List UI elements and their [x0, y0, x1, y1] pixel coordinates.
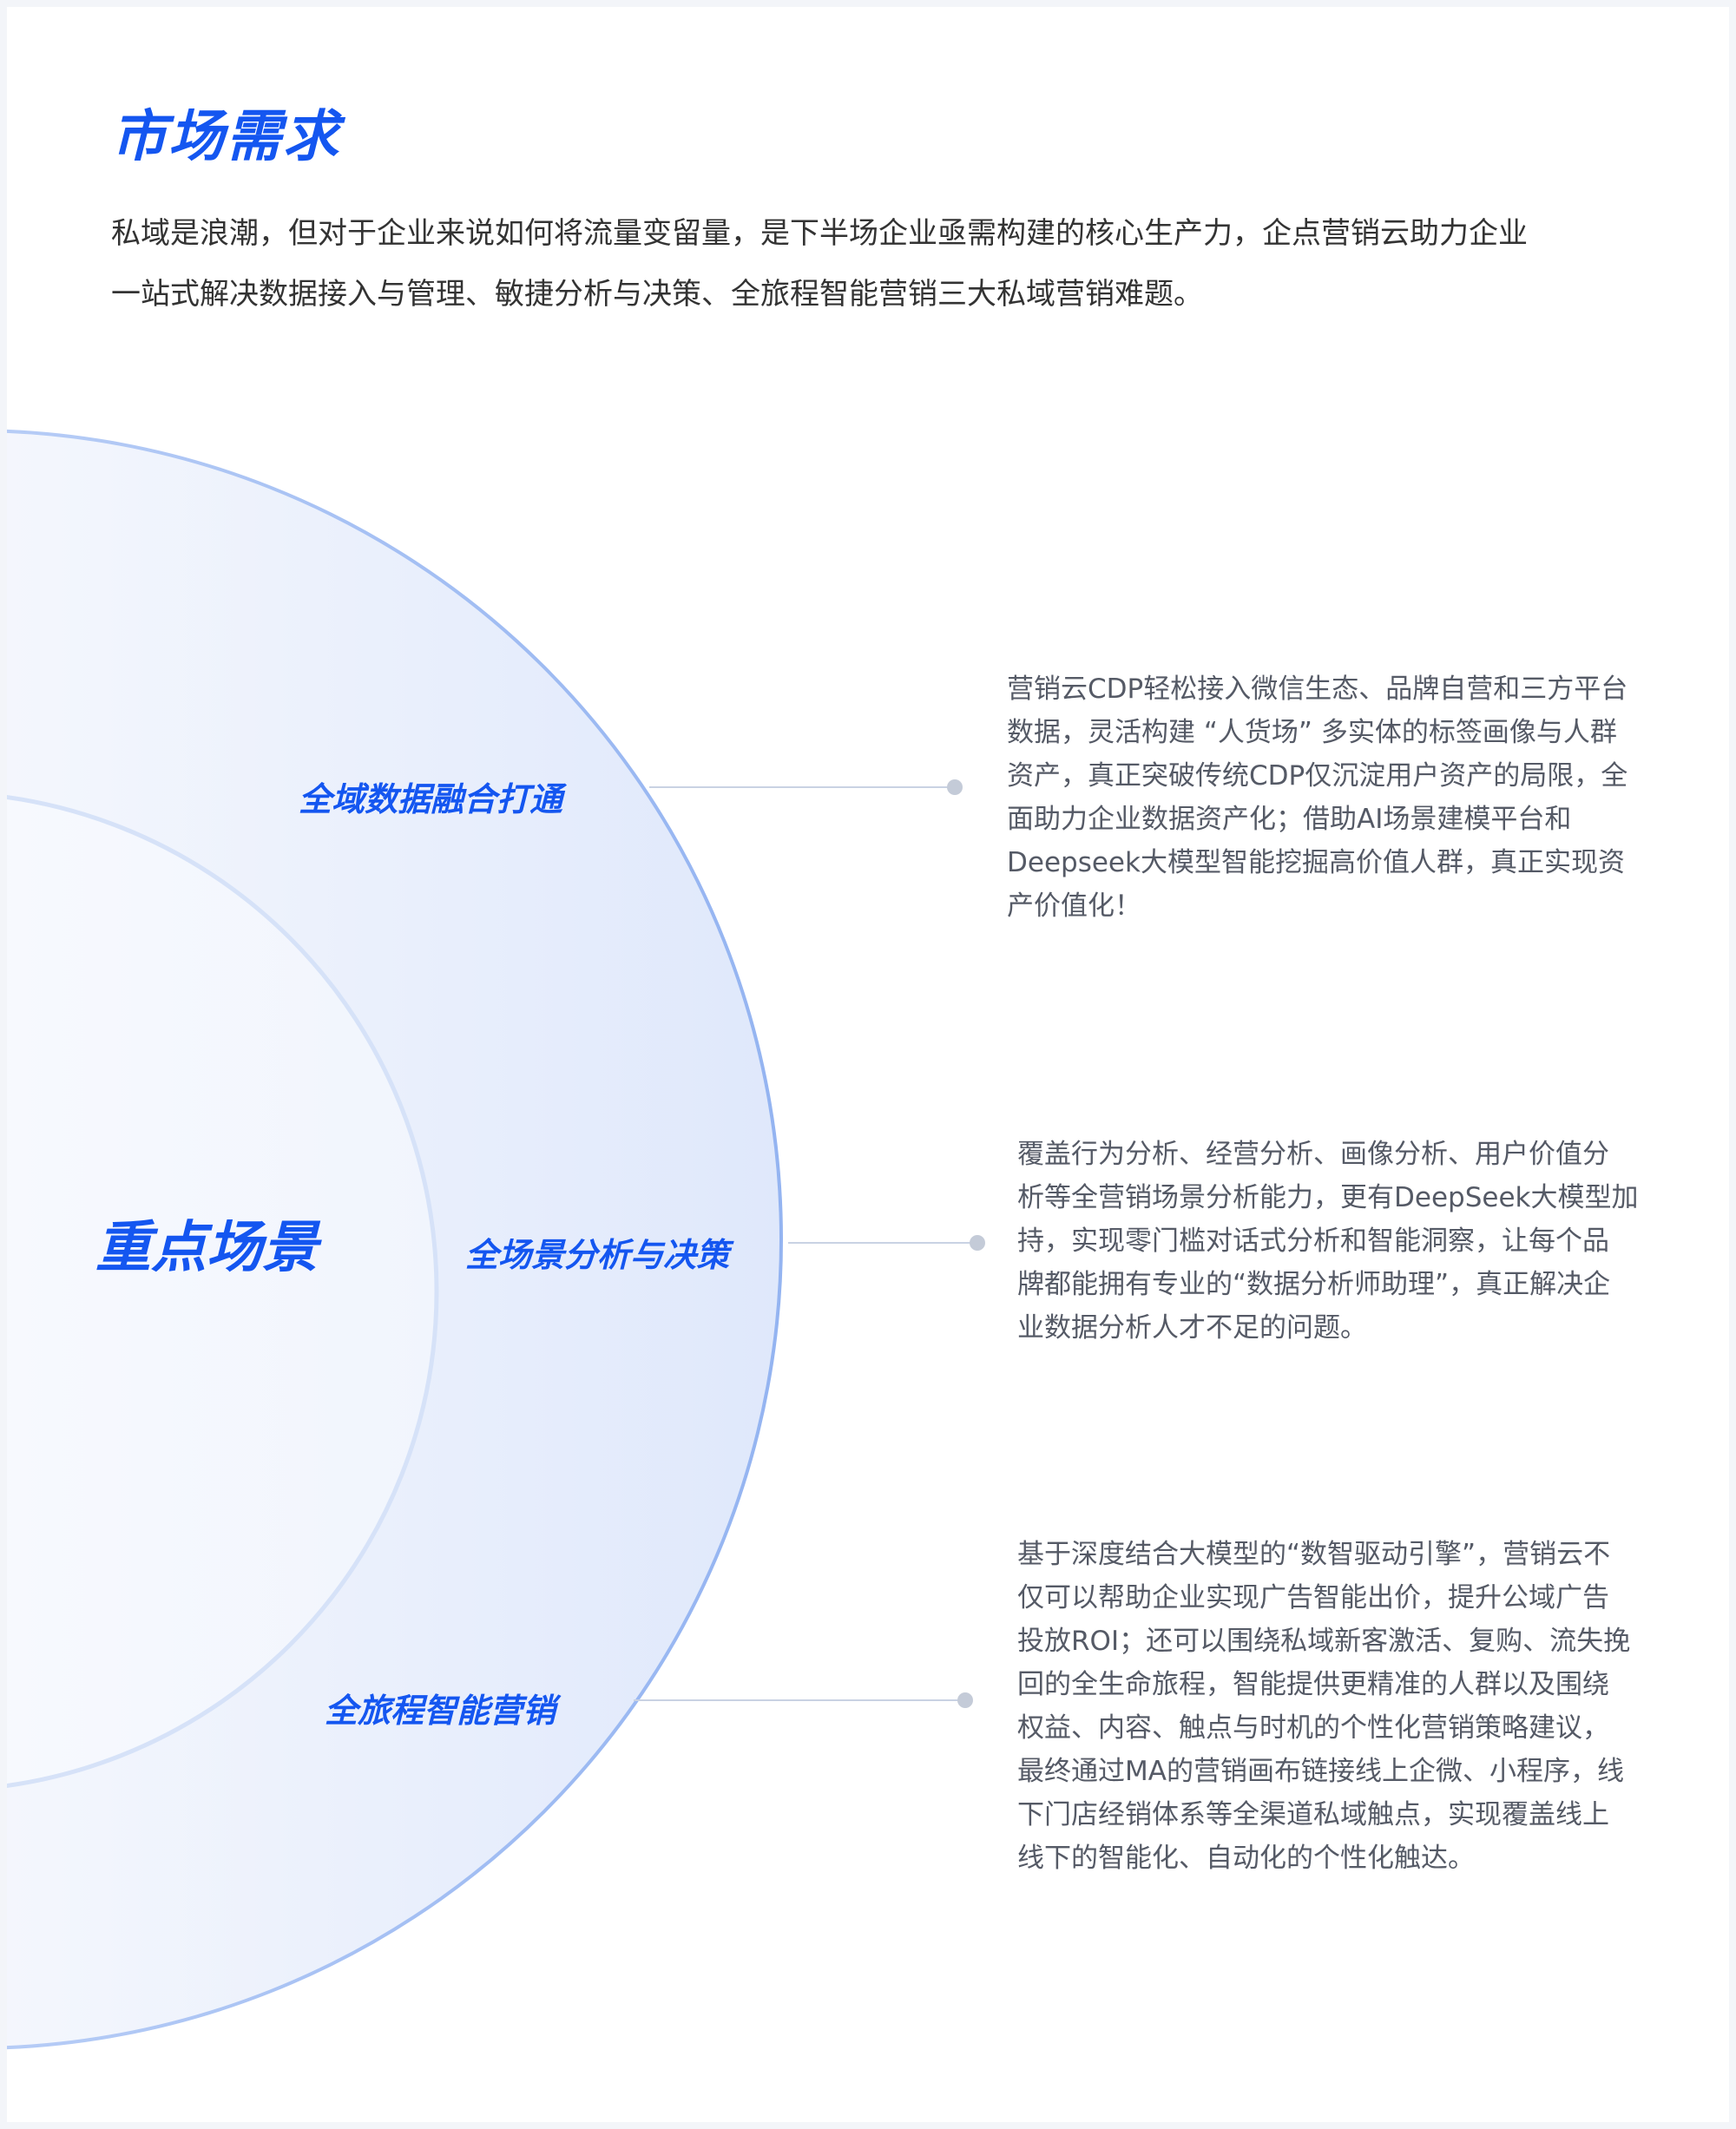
description-line: 数据，灵活构建 “人货场” 多实体的标签画像与人群: [1007, 717, 1617, 748]
description-line: 覆盖行为分析、经营分析、画像分析、用户价值分: [1017, 1139, 1609, 1170]
intro-paragraph: 私域是浪潮，但对于企业来说如何将流量变留量，是下半场企业亟需构建的核心生产力，企…: [111, 203, 1639, 325]
description-line: 基于深度结合大模型的“数智驱动引擎”，营销云不: [1017, 1539, 1611, 1570]
description-line: 产价值化！: [1007, 890, 1141, 922]
inner-ring: [7, 795, 439, 1788]
description-line: 最终通过MA的营销画布链接线上企微、小程序，线: [1017, 1756, 1624, 1787]
connector-dot: [947, 779, 963, 795]
scene-description-data-integration: 营销云CDP轻松接入微信生态、品牌自营和三方平台 数据，灵活构建 “人货场” 多…: [1007, 667, 1628, 928]
intro-line: 一站式解决数据接入与管理、敏捷分析与决策、全旅程智能营销三大私域营销难题。: [111, 277, 1203, 312]
connector-dot: [957, 1692, 973, 1708]
scene-label-journey-marketing: 全旅程智能营销: [325, 1692, 556, 1730]
description-line: 权益、内容、触点与时机的个性化营销策略建议，: [1017, 1712, 1609, 1744]
scene-label-data-integration: 全域数据融合打通: [299, 780, 563, 818]
description-line: Deepseek大模型智能挖掘高价值人群，真正实现资: [1007, 847, 1625, 878]
description-line: 析等全营销场景分析能力，更有DeepSeek大模型加: [1017, 1182, 1639, 1213]
description-line: 营销云CDP轻松接入微信生态、品牌自营和三方平台: [1007, 674, 1628, 705]
scenes-diagram: [7, 430, 985, 2049]
description-line: 持，实现零门槛对话式分析和智能洞察，让每个品: [1017, 1225, 1609, 1257]
intro-line: 私域是浪潮，但对于企业来说如何将流量变留量，是下半场企业亟需构建的核心生产力，企…: [111, 216, 1528, 251]
scene-description-analysis-decision: 覆盖行为分析、经营分析、画像分析、用户价值分 析等全营销场景分析能力，更有Dee…: [1017, 1133, 1638, 1350]
page-title: 市场需求: [111, 105, 340, 169]
description-line: 下门店经销体系等全渠道私域触点，实现覆盖线上: [1017, 1799, 1609, 1830]
description-line: 面助力企业数据资产化；借助AI场景建模平台和: [1007, 804, 1572, 835]
description-line: 投放ROI；还可以围绕私域新客激活、复购、流失挽: [1017, 1626, 1631, 1657]
description-line: 牌都能拥有专业的“数据分析师助理”，真正解决企: [1017, 1269, 1611, 1300]
description-line: 仅可以帮助企业实现广告智能出价，提升公域广告: [1017, 1582, 1609, 1613]
description-line: 线下的智能化、自动化的个性化触达。: [1017, 1843, 1475, 1874]
scene-label-analysis-decision: 全场景分析与决策: [465, 1236, 730, 1274]
center-title: 重点场景: [95, 1216, 318, 1280]
content-card: 市场需求 私域是浪潮，但对于企业来说如何将流量变留量，是下半场企业亟需构建的核心…: [7, 7, 1729, 2122]
description-line: 业数据分析人才不足的问题。: [1017, 1312, 1367, 1344]
connector-dot: [970, 1235, 985, 1251]
description-line: 资产，真正突破传统CDP仅沉淀用户资产的局限，全: [1007, 760, 1628, 792]
scene-description-journey-marketing: 基于深度结合大模型的“数智驱动引擎”，营销云不 仅可以帮助企业实现广告智能出价，…: [1017, 1533, 1630, 1880]
description-line: 回的全生命旅程，智能提供更精准的人群以及围绕: [1017, 1669, 1609, 1700]
